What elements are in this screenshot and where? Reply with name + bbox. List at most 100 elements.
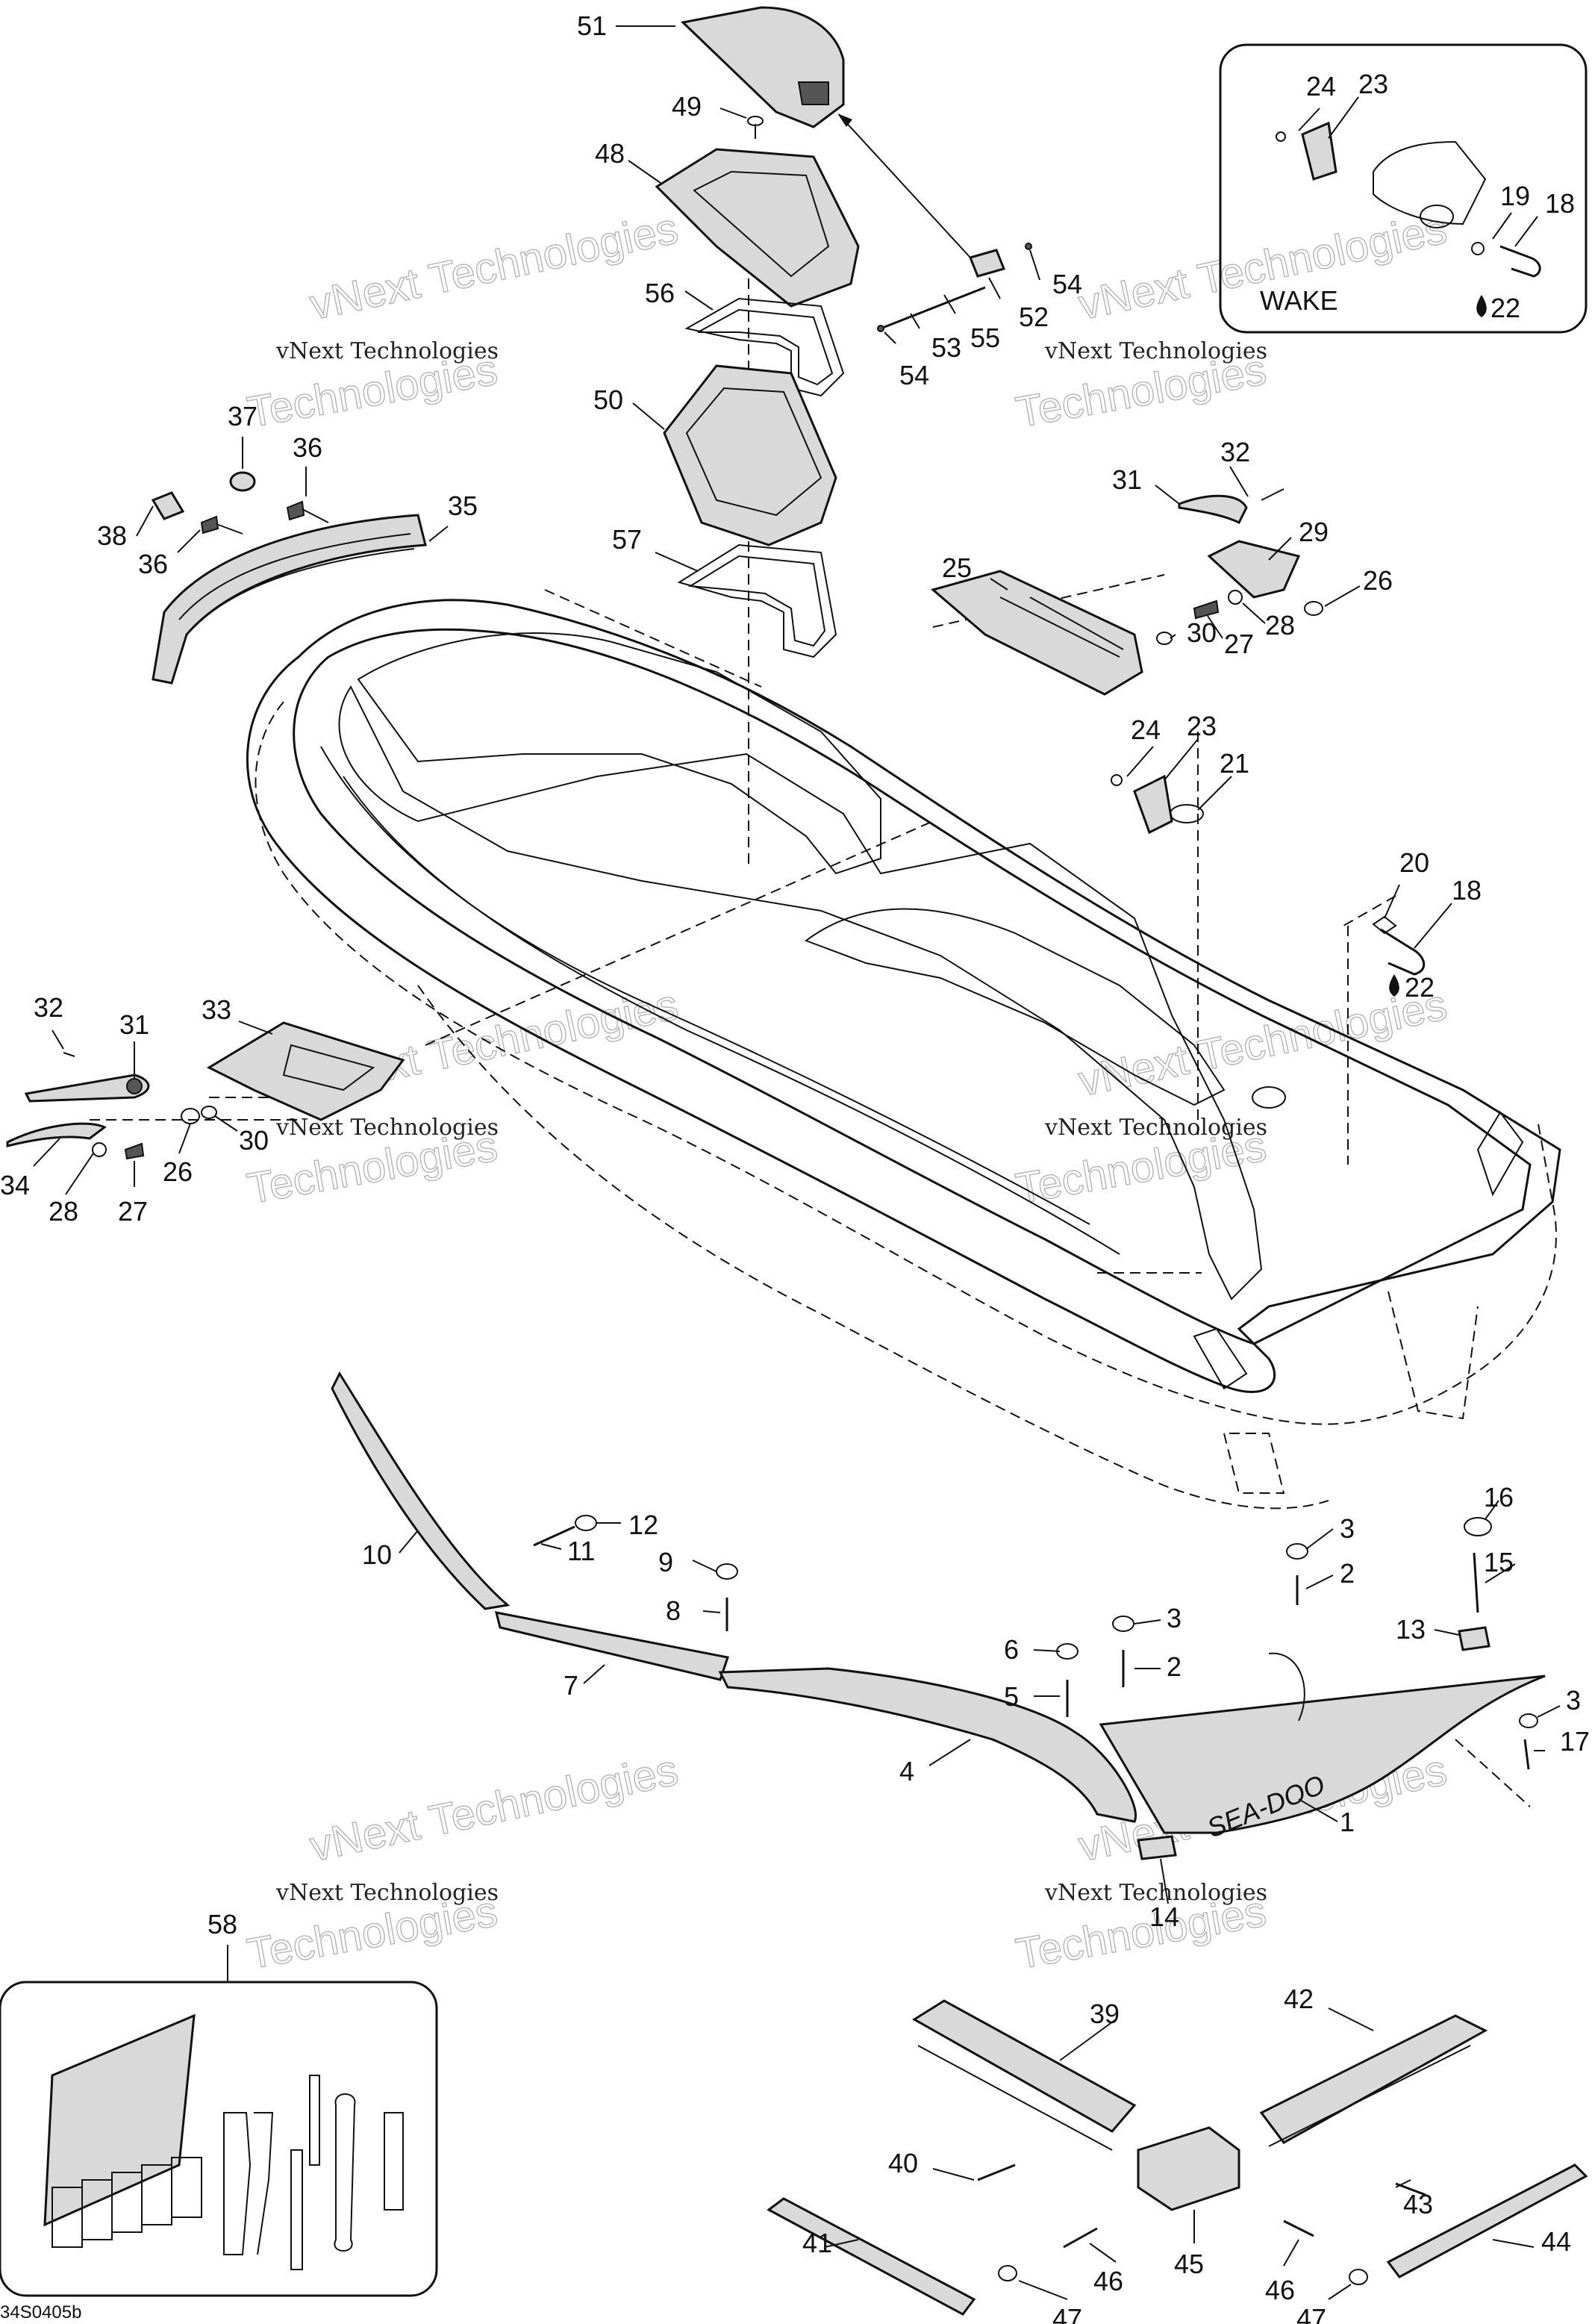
inset-frame (1219, 43, 1588, 334)
callout-3b: 3 (1167, 1603, 1181, 1633)
latch-52-55-53-54 (837, 113, 1032, 332)
callout-39: 39 (1090, 1999, 1120, 2029)
callout-36a: 36 (293, 432, 322, 463)
explode-line-33 (425, 820, 934, 1046)
clip-54a (1025, 243, 1032, 250)
tool-kit-inset (0, 1981, 438, 2297)
screw-30a (1156, 632, 1173, 645)
callout-26b: 26 (163, 1156, 193, 1187)
bin-cavity (685, 387, 822, 517)
plug-3b (1286, 1543, 1308, 1560)
washer-28b (92, 1142, 107, 1157)
screw-30b (201, 1106, 217, 1119)
rivet-17 (1523, 1739, 1530, 1770)
nut-37 (229, 471, 256, 492)
clip-14 (1137, 1835, 1177, 1860)
storage-cover-51 (680, 6, 845, 128)
handle-29 (1207, 540, 1301, 599)
deck-outer-rim (246, 599, 1561, 1393)
rivet-40 (977, 2163, 1016, 2181)
callout-8: 8 (666, 1595, 681, 1626)
callout-5: 5 (1004, 1681, 1019, 1712)
callout-24a: 24 (1306, 71, 1336, 102)
cap-26a (1304, 601, 1323, 616)
tool-pouch (43, 2013, 196, 2227)
callout-47a: 47 (1052, 2303, 1082, 2324)
rivets-40-43-46 (977, 2163, 1426, 2285)
explode-line-17 (1455, 1739, 1531, 1807)
callout-45: 45 (1174, 2249, 1204, 2279)
callout-56: 56 (645, 278, 675, 308)
callout-36b: 36 (138, 549, 168, 579)
latch-plate-52 (968, 249, 1006, 278)
hull-keel-line-2 (1223, 1433, 1285, 1494)
watermark-mid-right: vNext Technologies vNext Technologies Te… (1012, 979, 1452, 1214)
callout-labels: 51 49 48 56 50 57 54 52 55 53 54 24 23 1… (0, 10, 1590, 2324)
hardware-26-27-28-30-left (92, 1106, 217, 1160)
trim-31b (24, 1074, 150, 1103)
rivet-5-6 (1056, 1643, 1078, 1717)
gasket-57 (677, 543, 837, 658)
callout-58: 58 (207, 1909, 237, 1940)
tool-kit-frame (0, 1981, 438, 2297)
rivet-46a (1063, 2227, 1098, 2249)
rivet-8-9 (716, 1563, 738, 1631)
plug-9 (716, 1563, 738, 1580)
watermark-text: vNext Technologies (275, 338, 499, 364)
leader-lines (33, 25, 1561, 2300)
callout-14: 14 (1149, 1901, 1179, 1932)
deck-front-well (804, 908, 1226, 1106)
pouch-pockets (51, 2157, 202, 2248)
callout-40: 40 (888, 2148, 918, 2178)
callout-10: 10 (362, 1539, 392, 1570)
trim-41 (767, 2197, 976, 2316)
rivet-2-3b (1286, 1543, 1308, 1605)
callout-11: 11 (567, 1536, 595, 1566)
nut-24 (1111, 774, 1123, 786)
callout-32b: 32 (34, 992, 63, 1023)
callout-27b: 27 (118, 1196, 148, 1227)
watermark-text: vNext Technologies (275, 1880, 499, 1906)
callout-17: 17 (1560, 1726, 1590, 1757)
bumper-39 (912, 1999, 1137, 2151)
callout-23a: 23 (1358, 69, 1388, 99)
rivet-15-16 (1464, 1517, 1492, 1613)
callout-30a: 30 (1187, 617, 1217, 648)
arrow-head (837, 113, 852, 127)
callout-38: 38 (97, 520, 127, 551)
watermark-text: vNext Technologies (1044, 1880, 1267, 1906)
pliers-handle (254, 2112, 274, 2255)
deck-bow-tip (1193, 1327, 1248, 1390)
callout-18a: 18 (1545, 188, 1575, 219)
storage-bin-50 (663, 364, 837, 546)
deck-stern-step (1476, 1111, 1524, 1197)
callout-2b: 2 (1167, 1651, 1181, 1682)
callout-42: 42 (1284, 1984, 1314, 2014)
callout-44: 44 (1541, 2226, 1571, 2257)
inset-bracket-23 (1301, 121, 1337, 181)
callout-18b: 18 (1452, 875, 1482, 906)
callout-30b: 30 (239, 1125, 269, 1156)
clip-54b (877, 325, 884, 332)
deck-seat-area (338, 685, 1263, 1300)
deck-fitting (1252, 1086, 1286, 1109)
watermark-text: vNext Technologies (275, 1115, 499, 1141)
deck-seat-recess (357, 632, 881, 875)
callout-37: 37 (228, 401, 257, 432)
callout-57: 57 (612, 524, 642, 555)
bezel-opening (693, 170, 830, 278)
diagram-code: 34S0405b (0, 2302, 81, 2323)
callout-31b: 31 (119, 1009, 149, 1040)
callout-41: 41 (802, 2228, 832, 2258)
callout-22b: 22 (1405, 972, 1435, 1003)
callout-21: 21 (1220, 748, 1249, 779)
screwdriver-2-icon (309, 2075, 320, 2166)
bracket-23 (1133, 774, 1173, 835)
screw-27b (124, 1142, 145, 1160)
bumper-42 (1259, 2014, 1488, 2147)
callout-3c: 3 (1566, 1685, 1581, 1716)
inset-drop-icon (1476, 295, 1487, 317)
rivet-46b (1283, 2219, 1314, 2237)
callout-53: 53 (931, 332, 961, 363)
